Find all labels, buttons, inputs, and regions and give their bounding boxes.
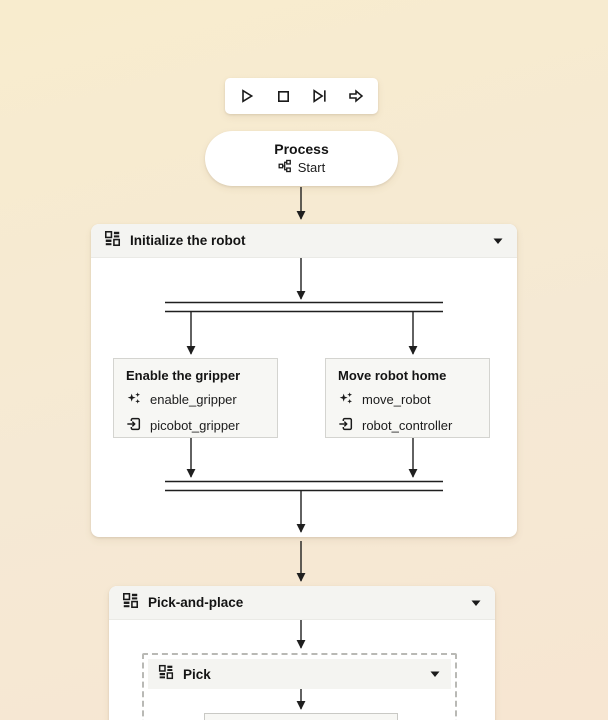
stop-button[interactable]	[272, 85, 294, 107]
stop-icon	[276, 89, 291, 104]
resume-button[interactable]	[345, 85, 367, 107]
container-label: Pick-and-place	[148, 595, 244, 610]
enter-icon	[338, 416, 354, 435]
container-label: Initialize the robot	[130, 233, 246, 248]
process-start-node[interactable]: Process Start	[205, 131, 398, 186]
resume-icon	[347, 88, 365, 104]
chevron-down-icon[interactable]	[429, 669, 441, 679]
container-header-pick[interactable]: Pick	[148, 659, 451, 689]
sitemap-icon	[278, 159, 292, 176]
container-header-pick-and-place[interactable]: Pick-and-place	[109, 586, 495, 620]
play-icon	[239, 88, 255, 104]
task-action: enable_gripper	[150, 392, 237, 407]
task-node-move-robot-home[interactable]: Move robot home move_robot robot_control…	[325, 358, 490, 438]
task-node-partial[interactable]	[204, 713, 398, 720]
task-resource: robot_controller	[362, 418, 453, 433]
task-title: Move robot home	[338, 368, 447, 383]
step-forward-button[interactable]	[309, 85, 331, 107]
process-subtitle: Start	[297, 160, 326, 175]
play-button[interactable]	[236, 85, 258, 107]
container-pick: Pick	[142, 653, 457, 720]
task-action: move_robot	[362, 392, 431, 407]
playback-toolbar	[225, 78, 378, 114]
sparkle-icon	[338, 390, 354, 409]
chevron-down-icon[interactable]	[492, 236, 504, 246]
enter-icon	[126, 416, 142, 435]
process-title: Process	[274, 141, 329, 157]
task-node-enable-the-gripper[interactable]: Enable the gripper enable_gripper picobo…	[113, 358, 278, 438]
grid-icon	[158, 664, 174, 685]
container-initialize-the-robot: Initialize the robot	[91, 224, 517, 537]
grid-icon	[122, 592, 139, 614]
task-title: Enable the gripper	[126, 368, 241, 383]
grid-icon	[104, 230, 121, 252]
chevron-down-icon[interactable]	[470, 598, 482, 608]
sparkle-icon	[126, 390, 142, 409]
task-resource: picobot_gripper	[150, 418, 240, 433]
container-label: Pick	[183, 666, 211, 682]
step-forward-icon	[311, 88, 328, 104]
container-header-initialize[interactable]: Initialize the robot	[91, 224, 517, 258]
